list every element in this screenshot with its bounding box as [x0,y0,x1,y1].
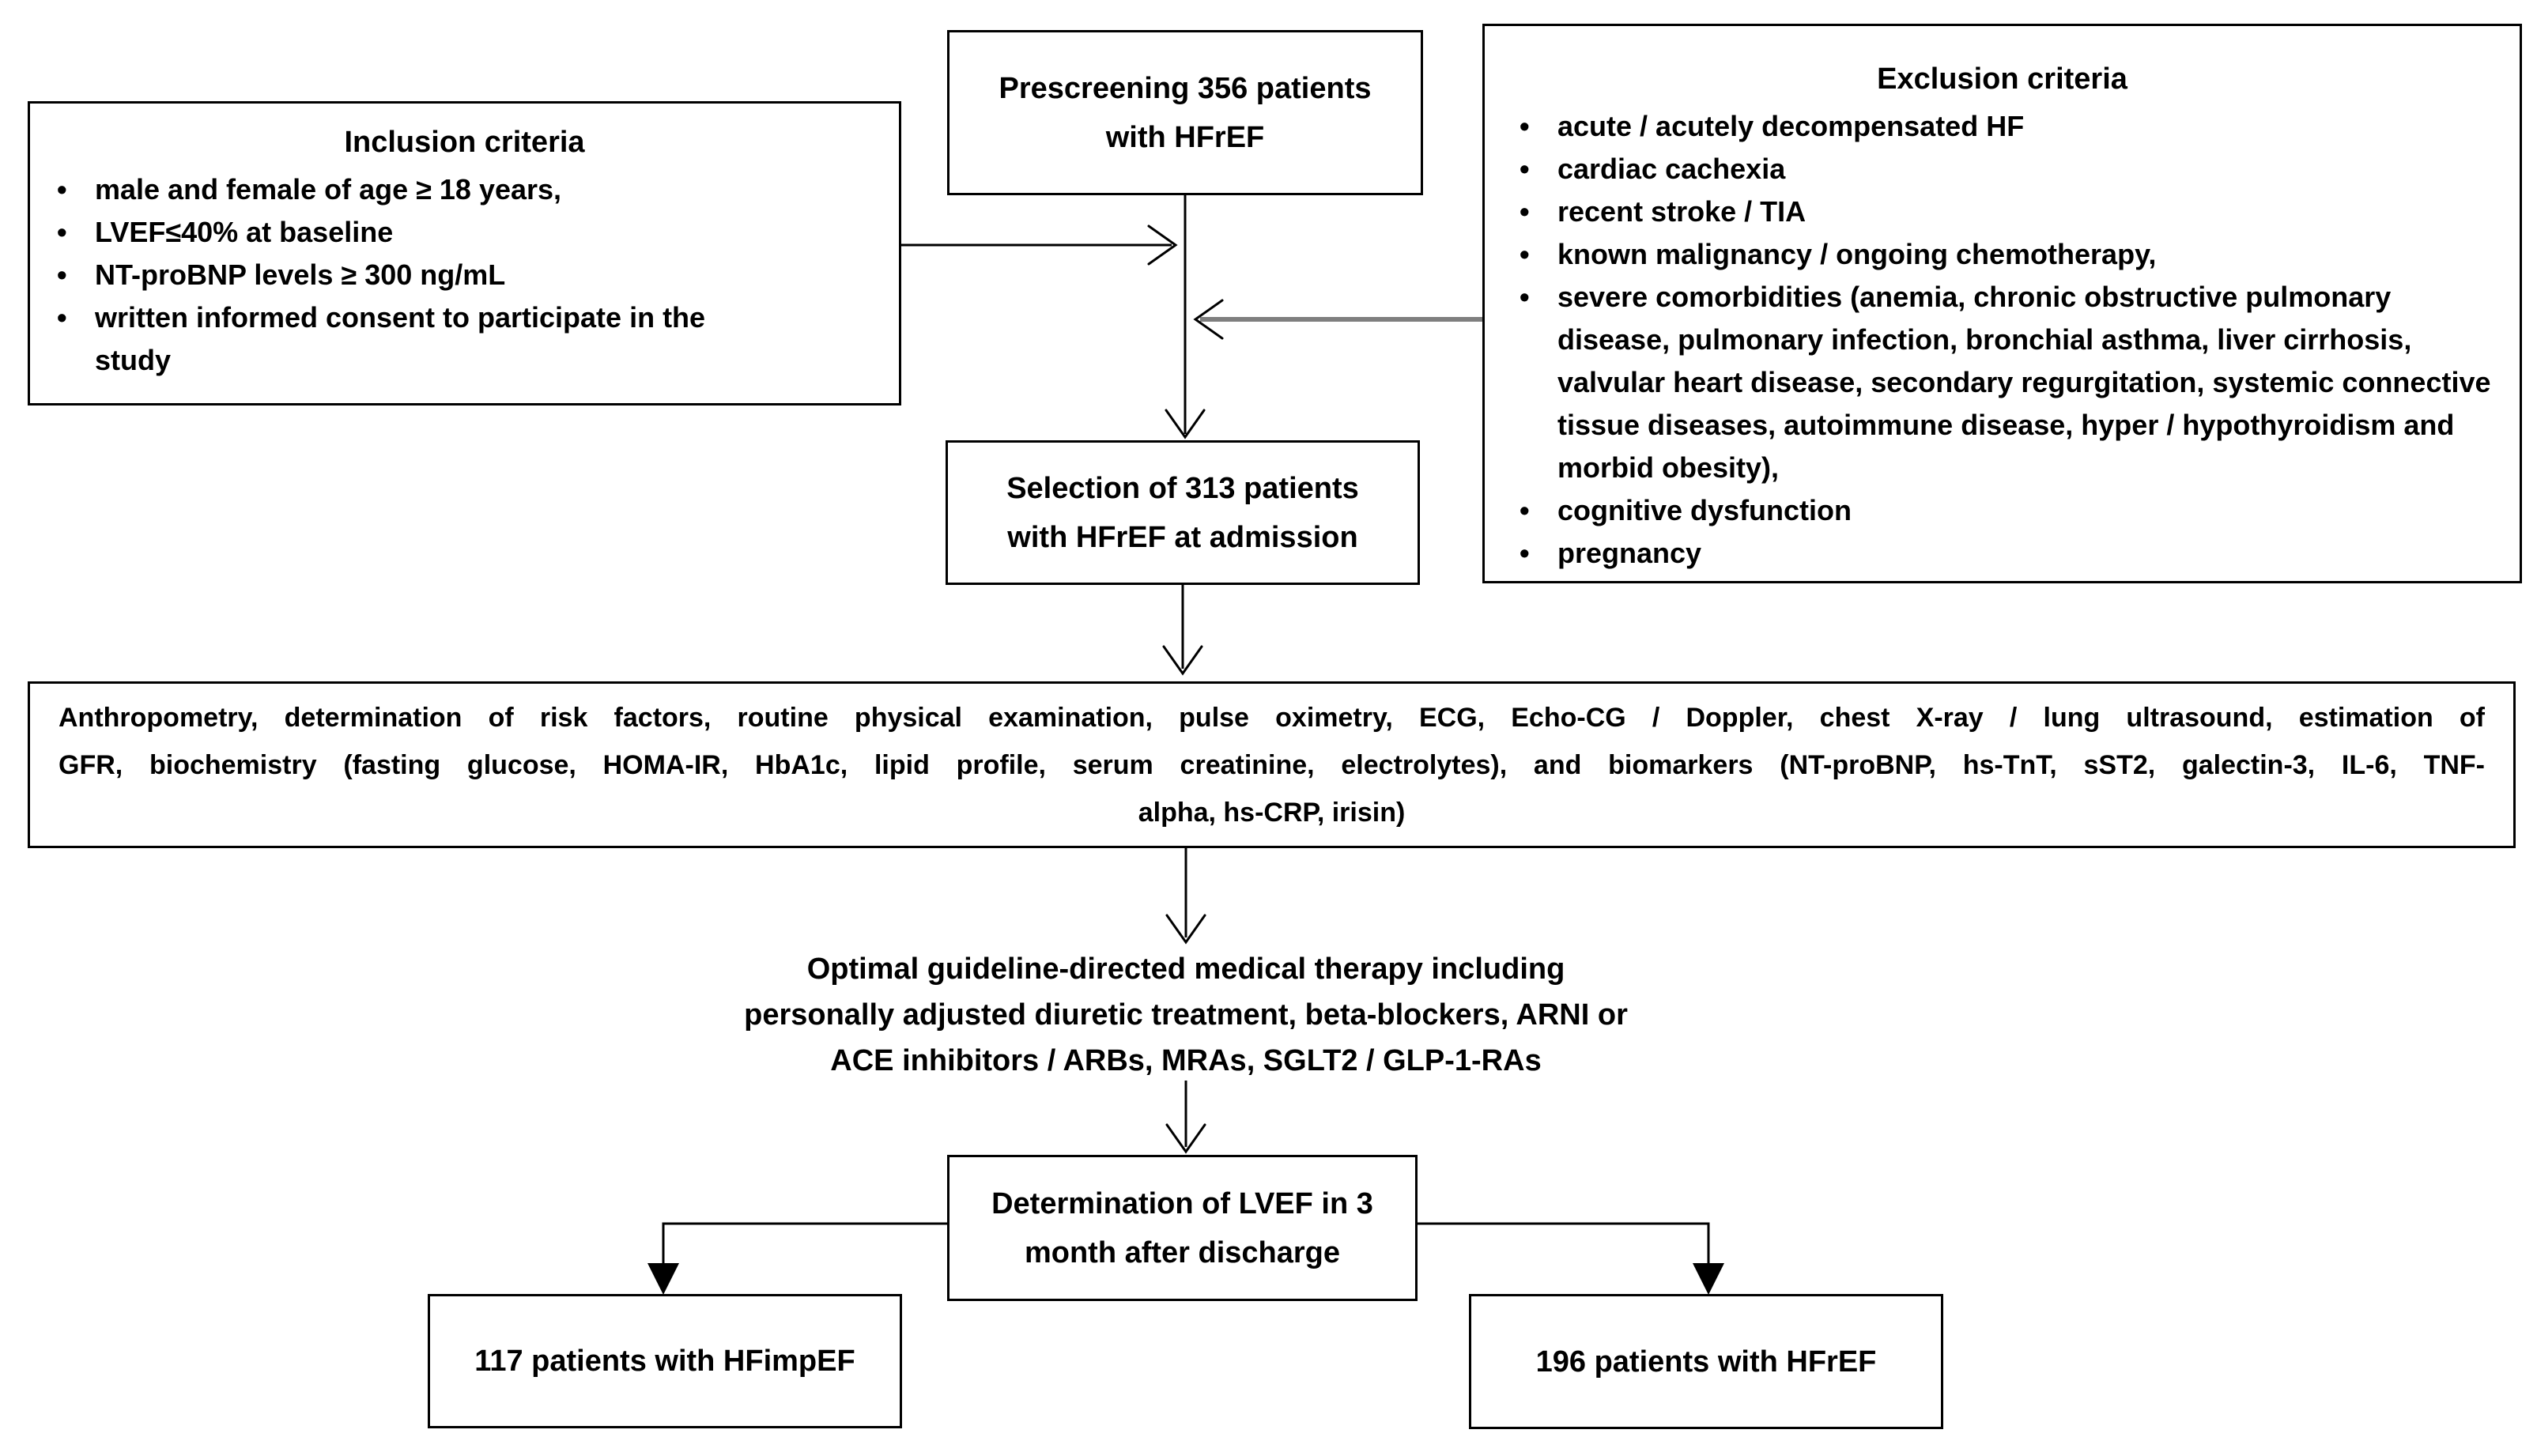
bullet-icon [1508,532,1557,575]
list-item: recent stroke / TIA [1508,190,2496,233]
arrowhead-solid-hfref-icon [1693,1263,1724,1295]
list-item: acute / acutely decompensated HF [1508,105,2496,148]
inclusion-criteria-title: Inclusion criteria [344,126,585,159]
inclusion-criteria-list: male and female of age ≥ 18 years, LVEF≤… [46,168,883,382]
prescreening-line-1: Prescreening 356 patients [999,71,1372,105]
bullet-icon [1508,489,1557,532]
outcome-hfref-label: 196 patients with HFrEF [1535,1345,1877,1379]
bullet-icon [46,254,95,296]
therapy-line-3: ACE inhibitors / ARBs, MRAs, SGLT2 / GLP… [830,1044,1542,1077]
arrowhead-right-icon [1147,224,1178,266]
bullet-icon [1508,105,1557,148]
exclusion-criteria-list: acute / acutely decompensated HF cardiac… [1508,105,2496,575]
list-item: pregnancy [1508,532,2496,575]
outcome-hfimpef-label: 117 patients with HFimpEF [474,1345,855,1378]
list-item: cognitive dysfunction [1508,489,2496,532]
list-item: severe comorbidities (anemia, chronic ob… [1508,276,2496,489]
list-item: written informed consent to participate … [46,296,883,382]
assessment-line-1: Anthropometry, determination of risk fac… [59,702,2485,733]
assessment-box: Anthropometry, determination of risk fac… [28,681,2516,848]
selection-line-2: with HFrEF at admission [1007,520,1358,554]
bullet-icon [1508,148,1557,190]
therapy-line-1: Optimal guideline-directed medical thera… [806,952,1565,986]
inclusion-criteria-box: Inclusion criteria male and female of ag… [28,101,901,405]
bullet-icon [46,168,95,211]
determination-box: Determination of LVEF in 3 month after d… [947,1155,1418,1301]
arrowhead-down-selection-icon [1165,409,1206,439]
prescreening-box: Prescreening 356 patients with HFrEF [947,30,1423,195]
list-item: male and female of age ≥ 18 years, [46,168,883,211]
bullet-icon [46,296,95,339]
prescreening-line-2: with HFrEF [1105,120,1265,154]
therapy-text: Optimal guideline-directed medical thera… [672,947,1700,1083]
list-item: LVEF≤40% at baseline [46,211,883,254]
arrowhead-solid-hfimpef-icon [647,1263,679,1295]
bullet-icon [1508,276,1557,319]
assessment-line-3: alpha, hs-CRP, irisin) [1138,797,1406,828]
arrowhead-down-therapy-icon [1165,914,1206,945]
selection-line-1: Selection of 313 patients [1006,471,1359,505]
bullet-icon [1508,190,1557,233]
connector-determination-to-hfref [1418,1222,1710,1288]
list-item: cardiac cachexia [1508,148,2496,190]
outcome-hfref-box: 196 patients with HFrEF [1469,1294,1943,1429]
arrowhead-left-icon [1193,299,1224,340]
bullet-icon [46,211,95,254]
therapy-line-2: personally adjusted diuretic treatment, … [744,998,1628,1032]
arrowhead-down-assessment-icon [1162,645,1203,676]
determination-line-1: Determination of LVEF in 3 [991,1186,1373,1220]
exclusion-criteria-box: Exclusion criteria acute / acutely decom… [1482,24,2522,583]
bullet-icon [1508,233,1557,276]
assessment-line-2: GFR, biochemistry (fasting glucose, HOMA… [59,749,2485,780]
determination-line-2: month after discharge [1024,1235,1341,1269]
outcome-hfimpef-box: 117 patients with HFimpEF [428,1294,902,1428]
arrowhead-down-determination-icon [1165,1123,1206,1154]
connector-determination-to-hfimpef [662,1222,947,1288]
list-item: NT-proBNP levels ≥ 300 ng/mL [46,254,883,296]
list-item: known malignancy / ongoing chemotherapy, [1508,233,2496,276]
exclusion-criteria-title: Exclusion criteria [1877,62,2127,96]
selection-box: Selection of 313 patients with HFrEF at … [946,440,1420,585]
